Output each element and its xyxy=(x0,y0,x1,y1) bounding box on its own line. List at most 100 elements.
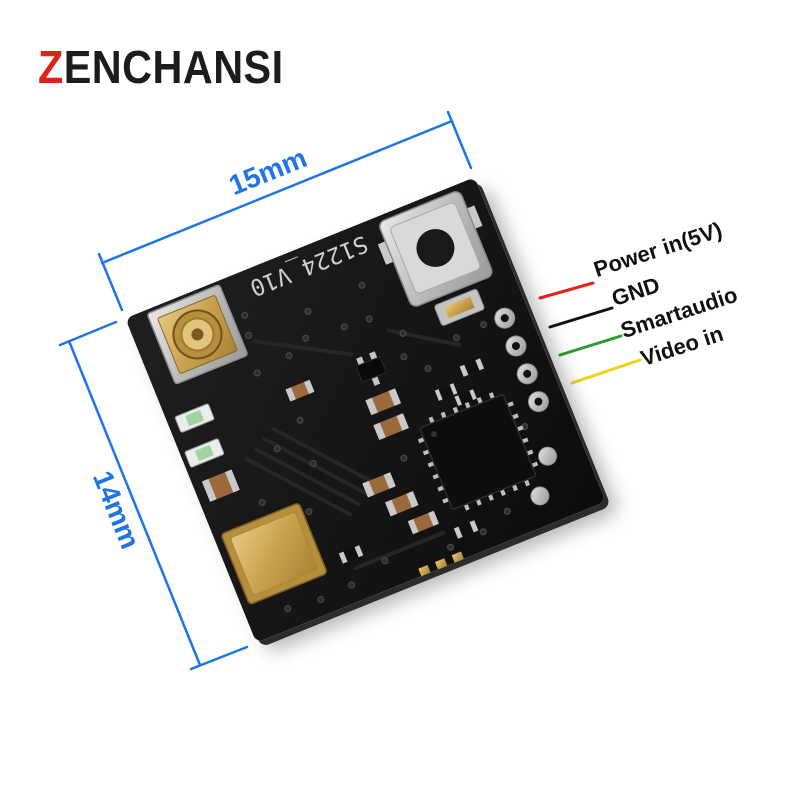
pad-hole xyxy=(522,369,531,378)
led-2 xyxy=(184,438,224,468)
via xyxy=(258,498,266,506)
ipex-antenna-connector xyxy=(146,284,248,385)
height-dimension xyxy=(58,320,249,671)
solder-pad xyxy=(537,446,557,466)
smd-resistor xyxy=(453,389,477,406)
oscillator-lid xyxy=(230,512,318,596)
edge-pad xyxy=(417,565,431,577)
chip-pad xyxy=(530,461,538,468)
via xyxy=(452,334,460,342)
chip-pad xyxy=(464,401,471,409)
smd-resistor-terminal xyxy=(468,389,477,400)
smd-resistor-terminal xyxy=(434,389,443,401)
height-dimension-tick-bottom xyxy=(189,645,249,671)
smd-resistor-terminal xyxy=(449,383,457,395)
smd-capacitor-terminal xyxy=(407,519,419,535)
via xyxy=(301,334,309,342)
via xyxy=(253,369,261,377)
vtx-board: S1224_V10 xyxy=(125,177,606,643)
width-dimension xyxy=(97,110,473,312)
via xyxy=(365,315,373,323)
button-foot-pad xyxy=(443,296,475,319)
smd-resistor-terminal xyxy=(338,551,348,564)
brand-logo: ZENCHANSI xyxy=(38,41,284,93)
pin-pads xyxy=(493,307,557,506)
pad-hole xyxy=(511,341,520,350)
via xyxy=(399,353,407,361)
smd-resistor xyxy=(434,383,457,401)
edge-pad xyxy=(451,551,464,563)
edge-pads xyxy=(417,551,464,577)
via xyxy=(240,311,248,319)
smd-capacitor-terminal xyxy=(303,379,314,395)
smd-capacitor xyxy=(407,510,439,535)
pad-hole xyxy=(533,397,542,406)
trace xyxy=(353,530,446,571)
chip-pad xyxy=(525,449,533,456)
smd-capacitor-terminal xyxy=(427,510,439,527)
via xyxy=(340,323,348,331)
via xyxy=(244,331,252,339)
ipex-socket-pin xyxy=(190,328,203,341)
tactile-button xyxy=(377,191,492,326)
smd-capacitor-terminal xyxy=(364,397,378,416)
button-actuator xyxy=(415,229,454,268)
chip-pad xyxy=(463,503,470,511)
led-lens xyxy=(194,444,214,462)
trace xyxy=(244,457,352,517)
via xyxy=(347,581,355,589)
smd-capacitor xyxy=(364,388,401,416)
width-dimension-tick-left xyxy=(97,252,124,312)
smd-capacitor-terminal xyxy=(405,491,418,508)
pin-wires xyxy=(538,281,642,385)
smd-resistor-terminal xyxy=(459,364,468,377)
trace xyxy=(270,426,379,487)
via xyxy=(446,543,454,551)
via xyxy=(479,321,487,329)
trace xyxy=(253,447,361,507)
via xyxy=(399,454,407,462)
chip-pad xyxy=(506,401,514,408)
trace xyxy=(252,339,353,357)
edge-pad xyxy=(434,558,447,570)
chip-pad xyxy=(475,498,482,506)
main-chip xyxy=(417,392,538,511)
via xyxy=(503,507,511,515)
smd-capacitor-terminal xyxy=(284,387,296,402)
via xyxy=(399,329,407,337)
via-group xyxy=(240,281,528,613)
via xyxy=(304,508,312,516)
smd-capacitor-terminal xyxy=(372,422,386,441)
via xyxy=(303,307,311,315)
wire-smartaudio xyxy=(558,334,623,357)
smd-capacitor xyxy=(372,413,409,441)
smd-capacitor xyxy=(361,472,396,498)
smd-capacitor-terminal xyxy=(388,388,401,406)
button-tab-left xyxy=(377,240,395,265)
smd-capacitor-terminal xyxy=(201,478,217,502)
chip-pad xyxy=(520,437,529,444)
chip-pad xyxy=(476,396,483,405)
wire-gnd xyxy=(548,306,614,329)
smd-resistor-terminal xyxy=(474,358,484,371)
chip-pad xyxy=(441,497,449,504)
via xyxy=(296,416,304,424)
smd-capacitor xyxy=(384,491,418,517)
height-dimension-tick-top xyxy=(58,320,118,347)
chip-pads xyxy=(417,392,538,511)
smd-capacitor-terminal xyxy=(384,499,397,517)
via xyxy=(316,596,324,604)
chip-pad xyxy=(440,411,447,419)
pin-pad-smartaudio xyxy=(516,363,538,385)
chip-pad xyxy=(422,449,430,456)
chip-pad xyxy=(523,479,530,487)
wire-video xyxy=(570,358,642,385)
smd-capacitor-terminal xyxy=(361,480,374,498)
chip-pad xyxy=(487,493,494,501)
chip-pad xyxy=(436,485,444,492)
smd-capacitor-terminal xyxy=(224,469,240,493)
via xyxy=(285,352,293,360)
sot23-body xyxy=(355,356,387,383)
smd-resistor xyxy=(453,520,478,539)
